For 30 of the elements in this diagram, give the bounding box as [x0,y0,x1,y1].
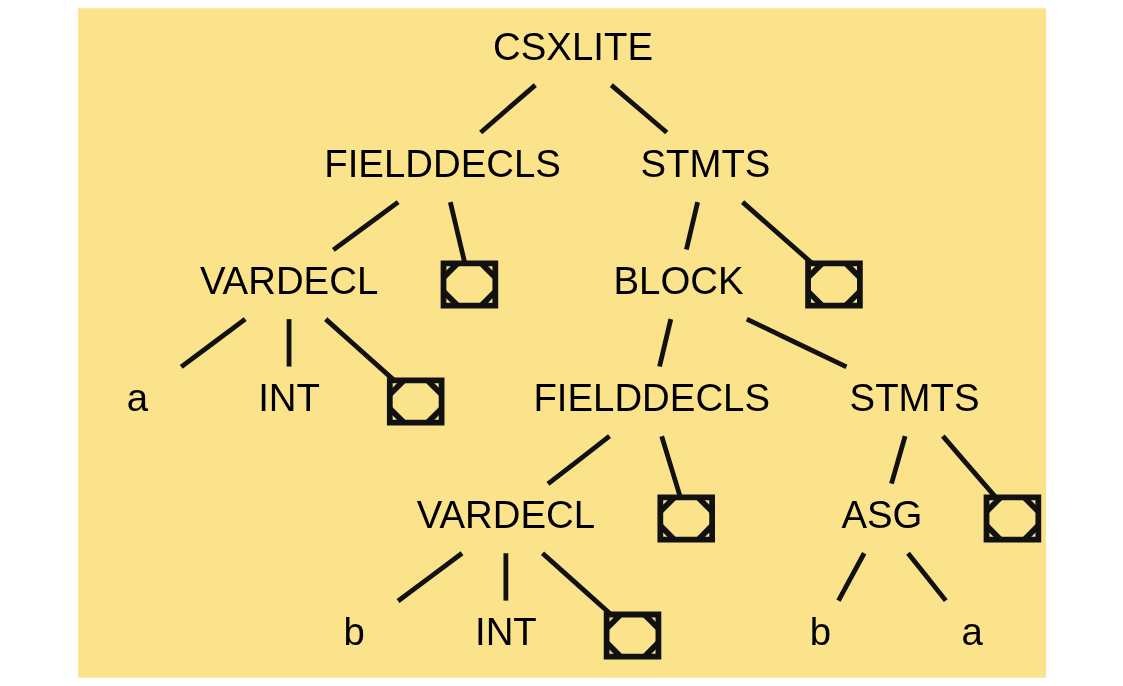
connector [396,551,463,603]
connector [745,317,847,370]
connector [447,201,467,264]
connector [331,200,400,252]
node-text: a [960,610,983,654]
connector [179,317,247,369]
node-text: INT [257,376,320,420]
connector [835,552,866,602]
node-text: VARDECL [199,259,378,303]
connector [286,319,291,367]
node-text: FIELDDECLS [532,376,770,420]
node-text: b [809,610,831,654]
node-text: FIELDDECLS [323,142,561,186]
connector [503,553,508,601]
node-text: BLOCK [613,259,744,303]
connector [683,201,700,251]
connector [609,83,668,135]
connector [888,435,907,485]
connector [545,434,611,486]
node-text: STMTS [849,376,980,420]
node-text: CSXLITE [492,24,653,68]
node-text: STMTS [639,142,770,186]
node-text: ASG [840,493,922,537]
node-text: a [126,376,148,420]
node-text: INT [474,610,537,654]
connector [478,83,537,135]
node-text: b [343,610,365,654]
connector [905,551,948,603]
node-text: VARDECL [416,493,595,537]
connector [656,318,673,368]
